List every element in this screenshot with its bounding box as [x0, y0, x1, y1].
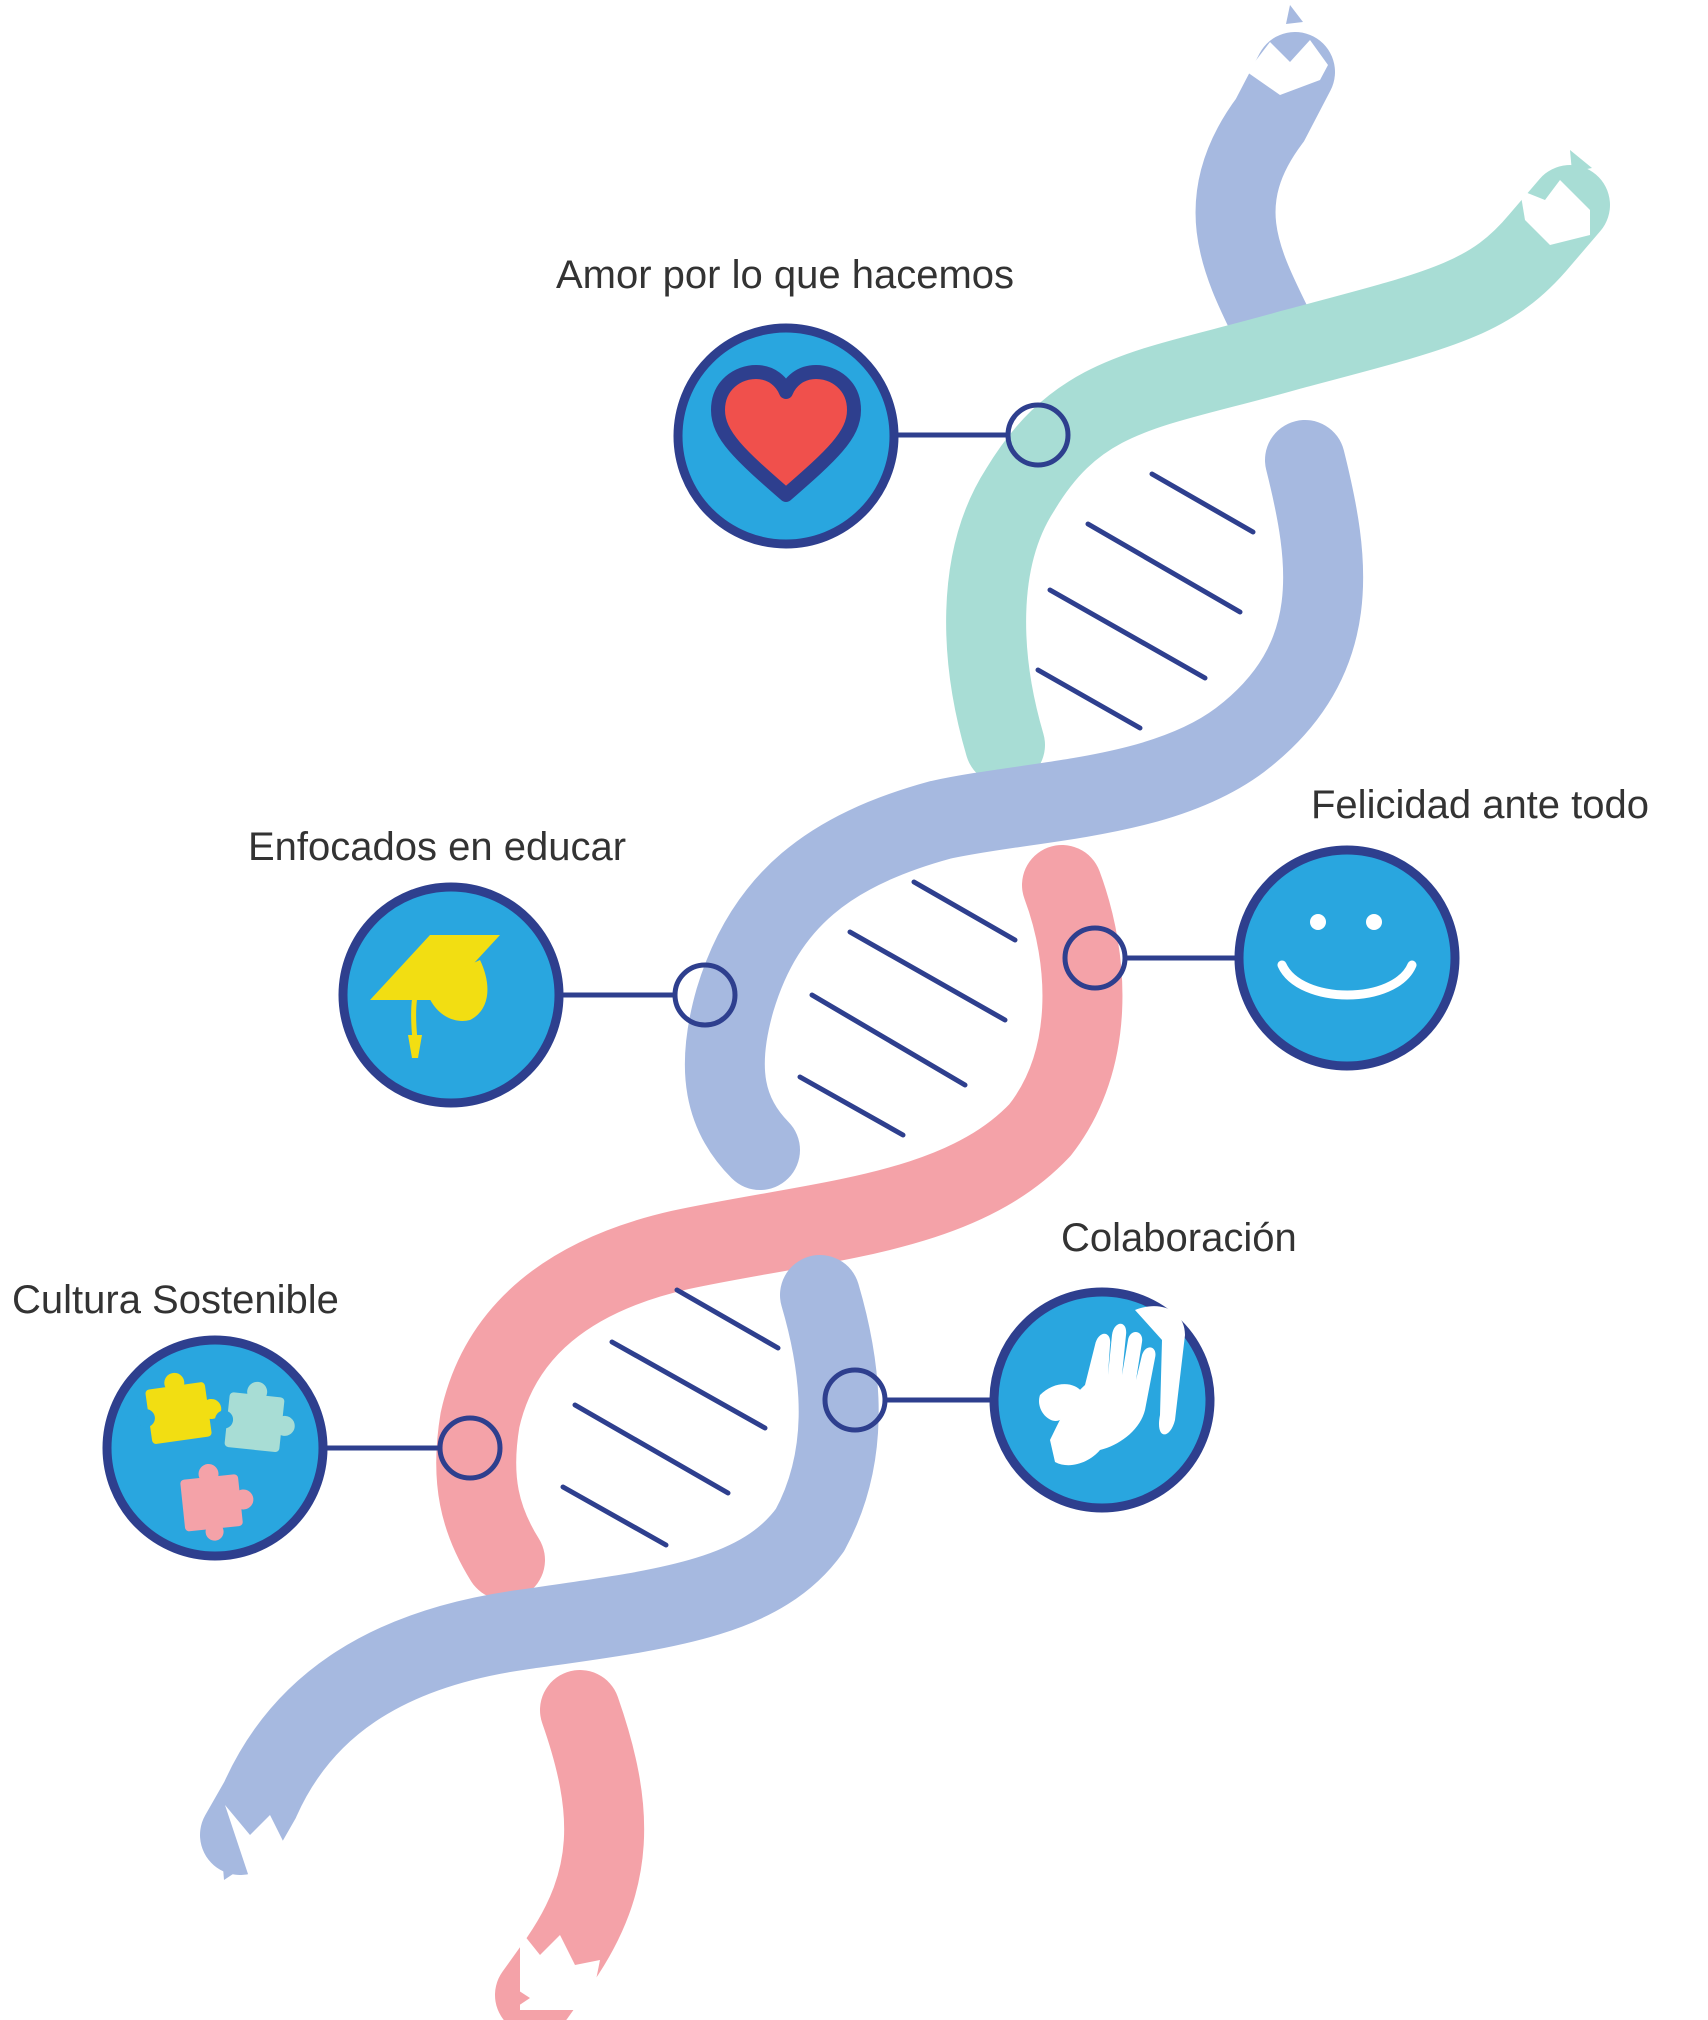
smiley-icon: [1277, 914, 1417, 1000]
connector-node-cultura: [437, 1415, 503, 1481]
label-educar: Enfocados en educar: [248, 825, 627, 869]
strand-end-green: [1520, 180, 1590, 245]
dna-rung: [847, 929, 1008, 1023]
icon-circle-educar: [338, 882, 564, 1108]
dna-strand-pink-bottom: [495, 1670, 645, 2020]
dna-rung: [572, 1402, 731, 1496]
dna-rung: [1035, 667, 1143, 731]
hands-icon: [1039, 1306, 1185, 1466]
label-colaboracion: Colaboración: [1061, 1216, 1297, 1260]
label-felicidad: Felicidad ante todo: [1311, 783, 1650, 827]
icon-circle-colab: [989, 1287, 1215, 1513]
strand-end-pink-bottom: [520, 1930, 600, 2010]
connector-node-amor: [1005, 402, 1071, 468]
dna-rung: [1149, 471, 1256, 535]
icon-circle-amor: [673, 323, 899, 549]
connector-node-felicidad: [1062, 925, 1128, 991]
strand-end-blue-top: [1247, 40, 1328, 95]
label-cultura: Cultura Sostenible: [12, 1278, 339, 1322]
connector-node-educar: [672, 962, 738, 1028]
icon-circle-felicidad: [1234, 845, 1460, 1071]
dna-rung: [797, 1074, 906, 1138]
strand-end-blue-bottom: [225, 1805, 305, 1880]
heart-icon: [711, 365, 861, 502]
dna-rung: [911, 879, 1018, 943]
dna-strand-blue-bottom: [200, 1255, 879, 1875]
connector-node-colab: [822, 1367, 888, 1433]
graduation-cap-icon: [370, 935, 500, 1058]
puzzle-icon: [136, 1372, 295, 1541]
dna-rung: [1047, 587, 1208, 681]
dna-rung: [809, 992, 968, 1088]
dna-strand-green: [946, 165, 1610, 785]
dna-rung: [674, 1287, 781, 1351]
dna-strand-pink: [436, 845, 1123, 1600]
dna-strand-blue-top: [1195, 32, 1335, 365]
icon-circle-cultura: [102, 1335, 328, 1561]
label-amor: Amor por lo que hacemos: [556, 253, 1015, 297]
dna-rung: [609, 1339, 768, 1431]
dna-rung: [560, 1484, 669, 1548]
dna-rung: [1085, 521, 1243, 615]
dna-strand-blue-middle: [684, 420, 1364, 1190]
